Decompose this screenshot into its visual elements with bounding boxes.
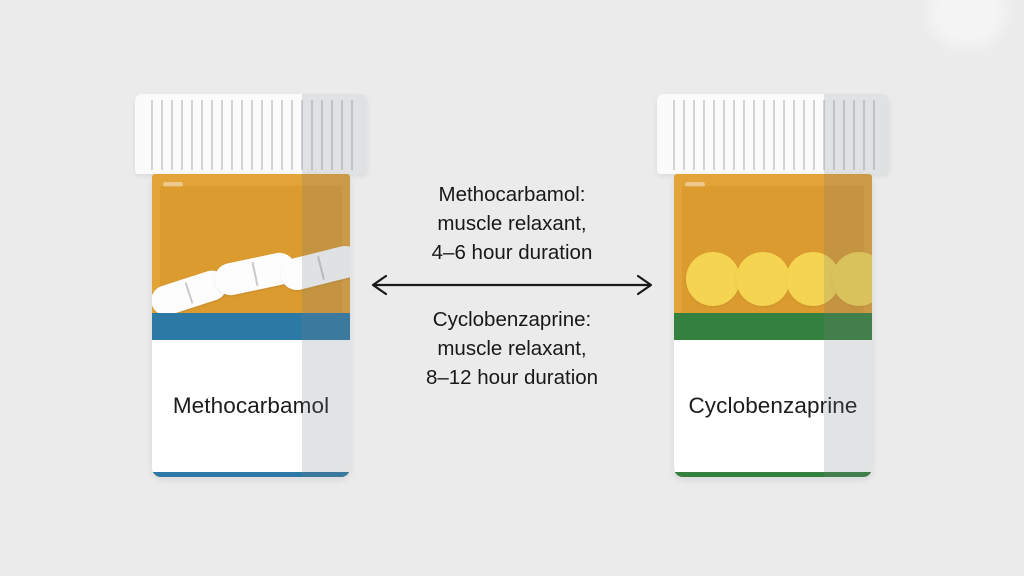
label-stripe-bottom-left <box>152 472 350 477</box>
cyclobenzaprine-bottle: Cyclobenzaprine <box>657 94 889 477</box>
corner-glow-decoration <box>928 0 1006 48</box>
bottle-gloss <box>685 182 705 187</box>
bottle-label-text-left: Methocarbamol <box>172 393 330 418</box>
bottle-cap-right <box>657 94 889 174</box>
bottle-label-left: Methocarbamol <box>152 340 350 472</box>
comparison-text-lower: Cyclobenzaprine: muscle relaxant, 8–12 h… <box>425 308 599 389</box>
bottle-gloss <box>163 182 183 187</box>
tablet <box>736 252 790 306</box>
bottle-body-left: Methocarbamol <box>152 174 350 477</box>
comparison-text-upper: Methocarbamol: muscle relaxant, 4–6 hour… <box>431 183 593 264</box>
bottle-label-text-right: Cyclobenzaprine <box>688 393 858 418</box>
comparison-block: Methocarbamol: muscle relaxant, 4–6 hour… <box>360 180 664 392</box>
cap-ridges-icon <box>143 100 359 170</box>
pill-well-top-right <box>674 174 872 313</box>
tablet <box>832 252 872 306</box>
tablet <box>277 242 350 294</box>
pill-well-top-left <box>152 174 350 313</box>
methocarbamol-bottle: Methocarbamol <box>135 94 367 477</box>
label-stripe-top-left <box>152 313 350 340</box>
double-arrow-icon <box>360 274 664 296</box>
label-stripe-bottom-right <box>674 472 872 477</box>
bottle-body-right: Cyclobenzaprine <box>674 174 872 477</box>
cap-ridges-icon <box>665 100 881 170</box>
label-stripe-top-right <box>674 313 872 340</box>
bottle-label-right: Cyclobenzaprine <box>674 340 872 472</box>
tablet <box>786 252 840 306</box>
bottle-cap-left <box>135 94 367 174</box>
tablet <box>686 252 740 306</box>
